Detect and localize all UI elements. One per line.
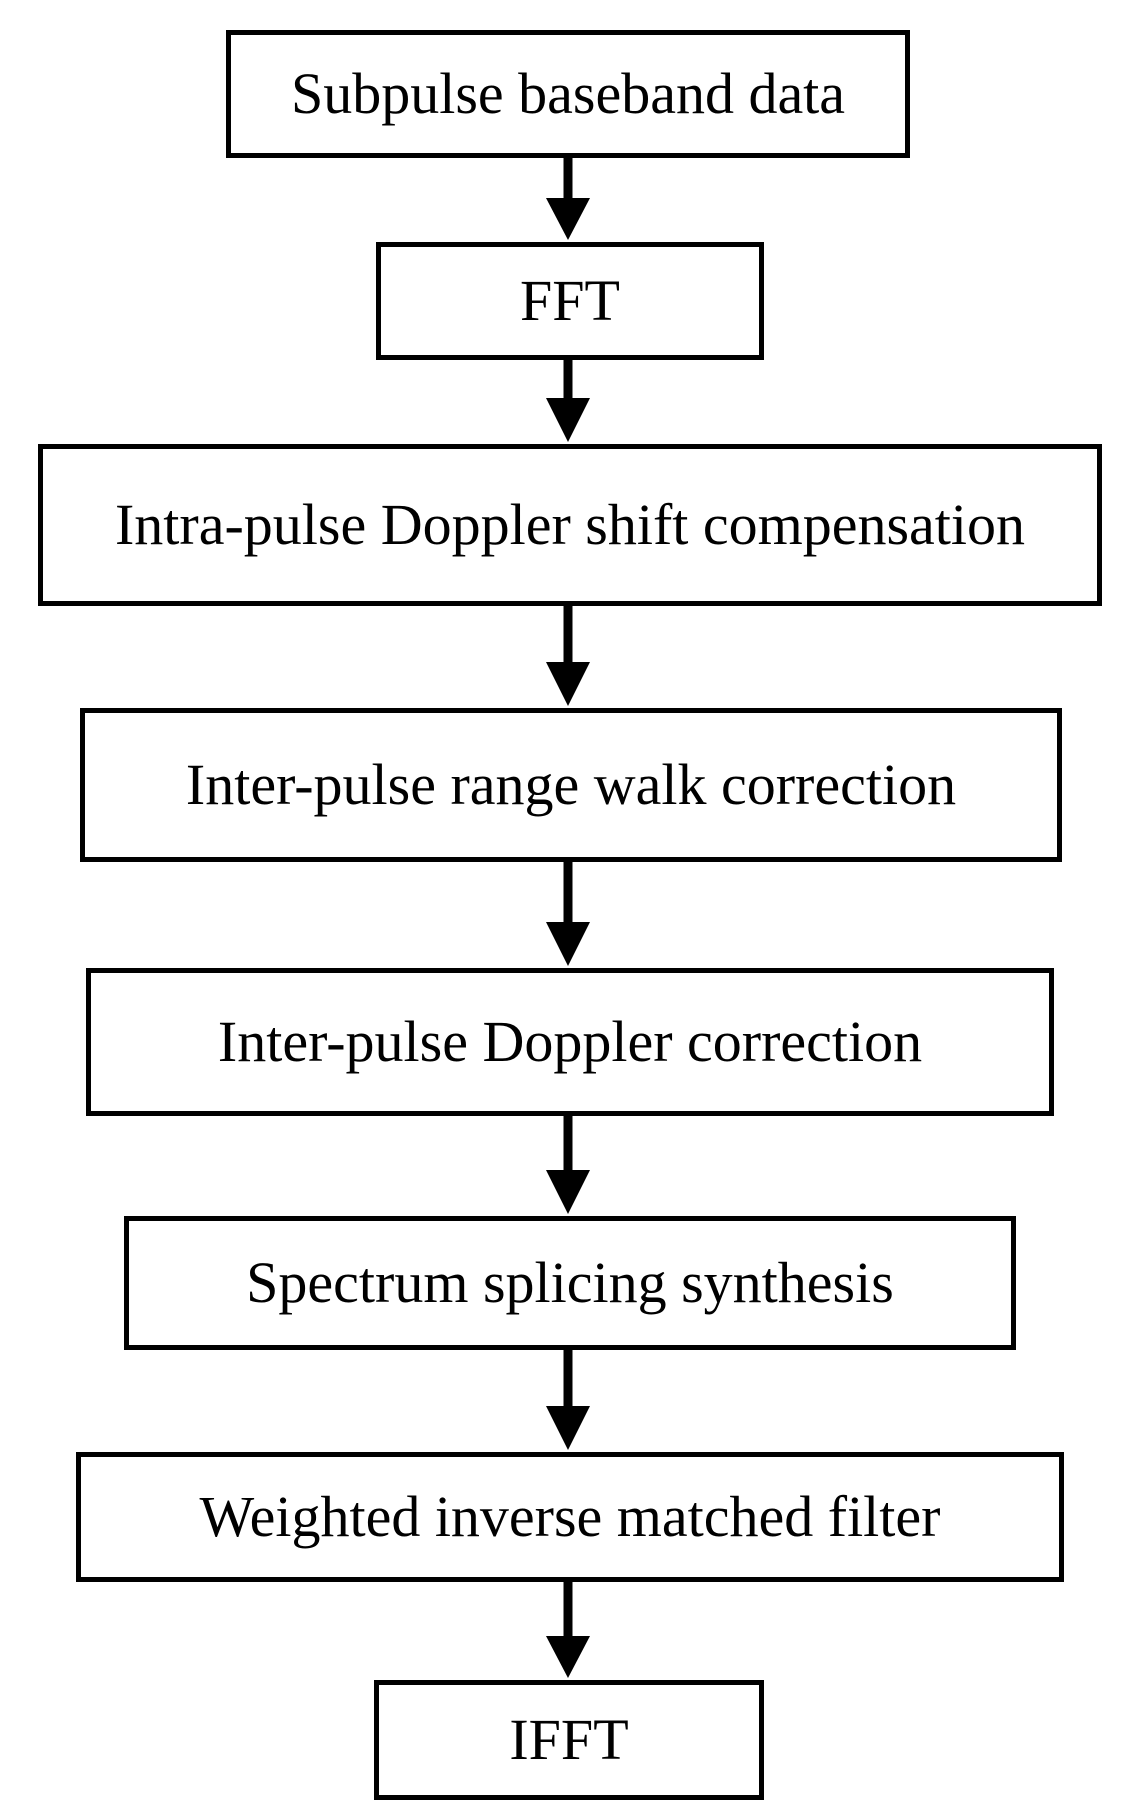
arrow-3	[546, 604, 590, 706]
step-label: Weighted inverse matched filter	[199, 1484, 941, 1549]
step-inter-pulse-doppler-correction: Inter-pulse Doppler correction	[86, 968, 1054, 1116]
step-ifft: IFFT	[374, 1680, 764, 1800]
step-spectrum-splicing-synthesis: Spectrum splicing synthesis	[124, 1216, 1016, 1350]
step-label: Inter-pulse Doppler correction	[217, 1009, 923, 1074]
step-label: Subpulse baseband data	[290, 61, 846, 126]
step-subpulse-baseband-data: Subpulse baseband data	[226, 30, 910, 158]
arrow-5	[546, 1114, 590, 1214]
arrow-4	[546, 860, 590, 966]
arrow-1	[546, 157, 590, 240]
arrow-6	[546, 1348, 590, 1450]
step-label: Inter-pulse range walk correction	[185, 752, 957, 817]
step-label: FFT	[520, 268, 620, 333]
step-label: Spectrum splicing synthesis	[246, 1250, 894, 1315]
step-weighted-inverse-matched-filter: Weighted inverse matched filter	[76, 1452, 1064, 1582]
step-intra-pulse-doppler-shift-compensation: Intra-pulse Doppler shift compensation	[38, 444, 1102, 606]
arrow-7	[546, 1580, 590, 1678]
arrow-2	[546, 358, 590, 442]
step-fft: FFT	[376, 242, 764, 360]
step-inter-pulse-range-walk-correction: Inter-pulse range walk correction	[80, 708, 1062, 862]
step-label: Intra-pulse Doppler shift compensation	[114, 492, 1026, 557]
step-label: IFFT	[509, 1707, 629, 1772]
